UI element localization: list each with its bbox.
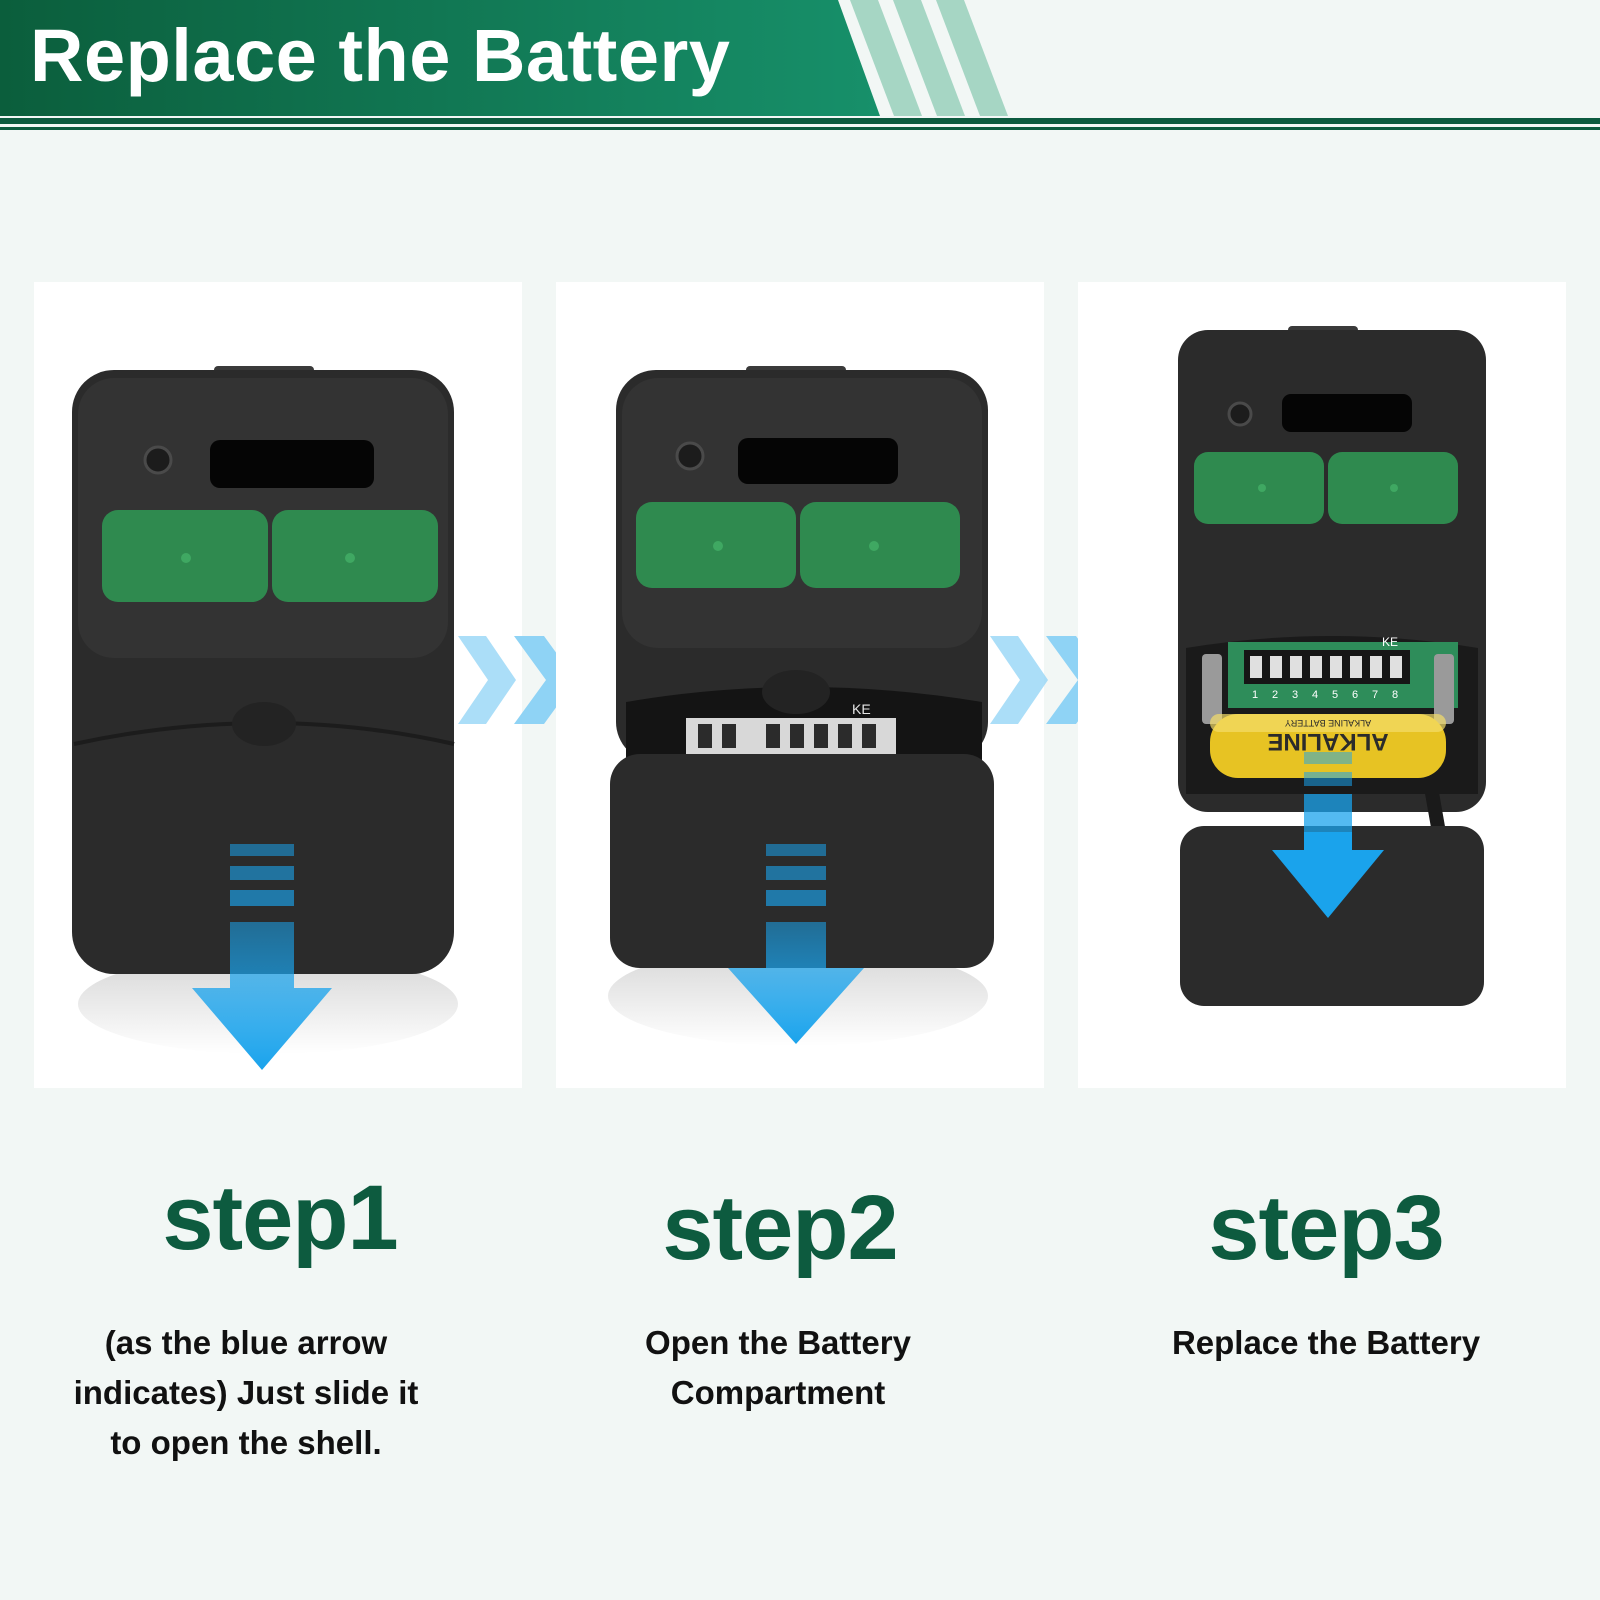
remote-shell-lower bbox=[610, 754, 994, 968]
remote-step1-illustration bbox=[72, 366, 458, 1070]
step1-title: step1 bbox=[162, 1167, 398, 1269]
step1-image-panel bbox=[34, 282, 522, 1088]
remote-shell-lower bbox=[1180, 826, 1484, 1006]
remote-button-right bbox=[800, 502, 960, 588]
step1-description-line: indicates) Just slide it bbox=[73, 1374, 419, 1412]
dip-number: 4 bbox=[1312, 689, 1318, 701]
dip-switch-strip bbox=[1244, 650, 1410, 684]
step1-description-line: to open the shell. bbox=[110, 1424, 382, 1462]
slide-arrow-icon bbox=[192, 922, 332, 1070]
dip-number: 3 bbox=[1292, 689, 1298, 701]
dip-number: 7 bbox=[1372, 689, 1378, 701]
dip-number: 5 bbox=[1332, 689, 1338, 701]
remote-step2-illustration: KE bbox=[608, 366, 994, 1046]
step2-description: Open the Battery Compartment bbox=[538, 1318, 1018, 1418]
dip-number: 2 bbox=[1272, 689, 1278, 701]
step3-image-panel: KE 1 2 3 4 5 6 7 8 ALKALINE ALKALINE BAT… bbox=[1078, 282, 1566, 1088]
dip-label: KE bbox=[1382, 635, 1398, 649]
step2-description-line: Compartment bbox=[670, 1374, 886, 1412]
dip-label: KE bbox=[852, 701, 871, 717]
slide-arrow-icon bbox=[728, 922, 864, 1044]
step3-description-line: Replace the Battery bbox=[1171, 1324, 1481, 1361]
remote-window bbox=[210, 440, 374, 488]
remote-button-right bbox=[272, 510, 438, 602]
header-stripe bbox=[850, 0, 922, 116]
battery-label: ALKALINE bbox=[1267, 728, 1388, 755]
step2-title: step2 bbox=[662, 1177, 898, 1279]
led-indicator bbox=[143, 445, 173, 475]
slide-notch bbox=[232, 702, 296, 746]
remote-step3-illustration: KE 1 2 3 4 5 6 7 8 ALKALINE ALKALINE BAT… bbox=[1178, 326, 1486, 1006]
battery-sublabel: ALKALINE BATTERY bbox=[1285, 718, 1371, 728]
dip-number: 1 bbox=[1252, 689, 1258, 701]
led-indicator bbox=[1227, 401, 1253, 427]
step3-description: Replace the Battery bbox=[1086, 1318, 1566, 1368]
slide-arrow-icon bbox=[1272, 832, 1384, 918]
header-banner bbox=[0, 0, 1600, 140]
page-title: Replace the Battery bbox=[30, 14, 731, 97]
header-stripe bbox=[936, 0, 1008, 116]
step1-description-line: (as the blue arrow bbox=[104, 1324, 388, 1361]
remote-window bbox=[1282, 394, 1412, 432]
header-stripe bbox=[893, 0, 965, 116]
step3-title: step3 bbox=[1208, 1177, 1444, 1279]
step2-description-line: Open the Battery bbox=[645, 1324, 911, 1361]
remote-window bbox=[738, 438, 898, 484]
dip-number: 8 bbox=[1392, 689, 1398, 701]
step1-description: (as the blue arrow indicates) Just slide… bbox=[6, 1318, 486, 1468]
led-indicator bbox=[675, 441, 705, 471]
slide-notch bbox=[762, 670, 830, 714]
dip-number: 6 bbox=[1352, 689, 1358, 701]
step2-image-panel: KE bbox=[556, 282, 1044, 1088]
